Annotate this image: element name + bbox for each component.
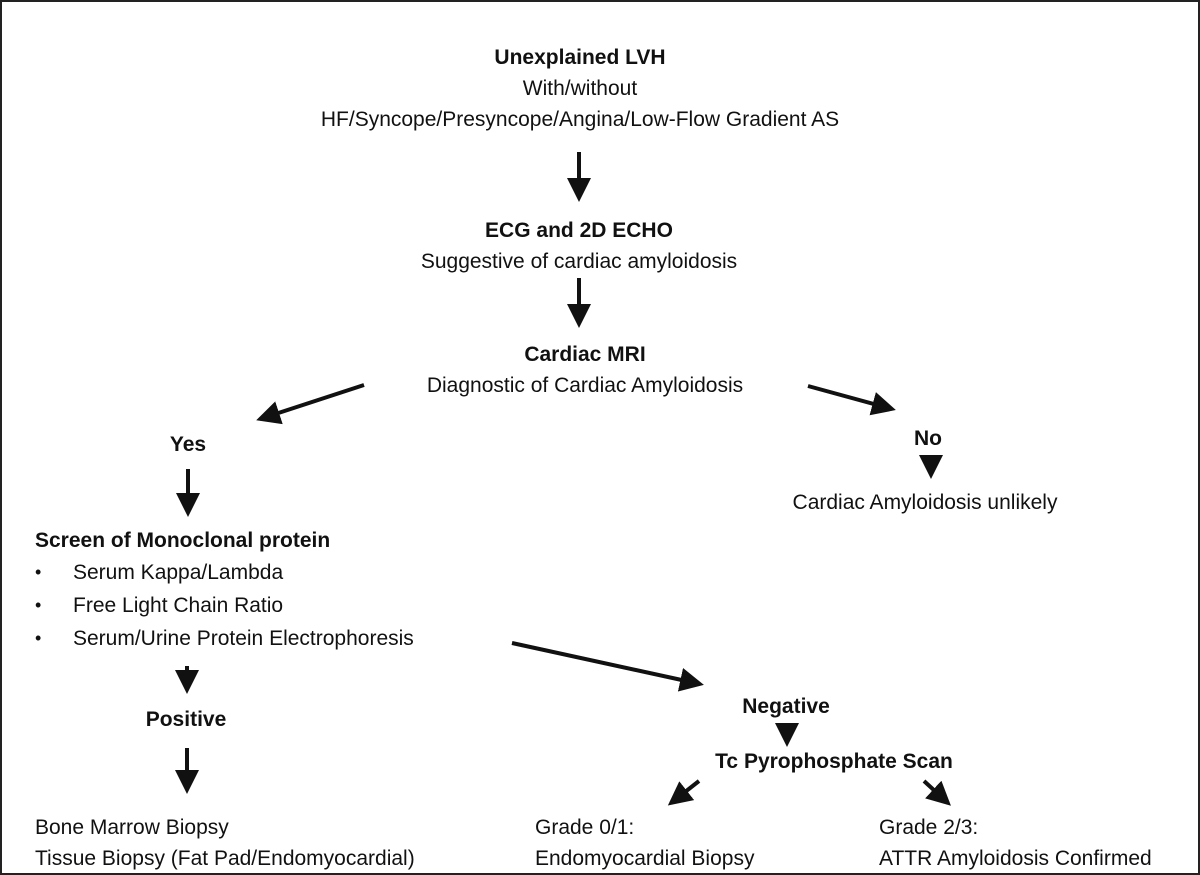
positive-result-line2: Tissue Biopsy (Fat Pad/Endomyocardial) — [35, 847, 415, 870]
grade-high-line2: ATTR Amyloidosis Confirmed — [879, 847, 1152, 870]
arrow-mri-to-yes — [256, 383, 365, 425]
positive-label: Positive — [145, 708, 227, 731]
screen-list-item: • Free Light Chain Ratio — [35, 589, 414, 622]
grade-high-line1: Grade 2/3: — [879, 816, 979, 839]
screen-item-text: Serum/Urine Protein Electrophoresis — [73, 627, 414, 650]
arrow-scan-to-grade-high — [922, 779, 951, 806]
start-line2: With/without — [522, 77, 638, 100]
start-title: Unexplained LVH — [494, 46, 666, 69]
screen-item-text: Serum Kappa/Lambda — [73, 561, 284, 584]
screen-list: • Serum Kappa/Lambda • Free Light Chain … — [35, 556, 414, 655]
screen-item-text: Free Light Chain Ratio — [73, 594, 284, 617]
yes-label: Yes — [169, 433, 207, 456]
mri-title: Cardiac MRI — [524, 343, 646, 366]
ecg-echo-title: ECG and 2D ECHO — [485, 219, 673, 242]
bullet-icon: • — [35, 628, 42, 648]
bullet-icon: • — [35, 595, 42, 615]
ecg-echo-subtitle: Suggestive of cardiac amyloidosis — [420, 250, 738, 273]
screen-list-item: • Serum/Urine Protein Electrophoresis — [35, 622, 414, 655]
screen-list-item: • Serum Kappa/Lambda — [35, 556, 414, 589]
no-label: No — [914, 427, 942, 450]
positive-result-line1: Bone Marrow Biopsy — [35, 816, 229, 839]
screen-node: Screen of Monoclonal protein • Serum Kap… — [35, 525, 414, 655]
screen-title: Screen of Monoclonal protein — [35, 529, 331, 552]
arrow-mri-to-no — [807, 384, 896, 416]
arrow-scan-to-grade-low — [667, 779, 701, 806]
grade-low-node: Grade 0/1: Endomyocardial Biopsy — [535, 812, 754, 874]
grade-high-node: Grade 2/3: ATTR Amyloidosis Confirmed — [879, 812, 1152, 874]
mri-subtitle: Diagnostic of Cardiac Amyloidosis — [426, 374, 744, 397]
start-line3: HF/Syncope/Presyncope/Angina/Low-Flow Gr… — [320, 108, 840, 131]
grade-low-line2: Endomyocardial Biopsy — [535, 847, 755, 870]
positive-result: Bone Marrow Biopsy Tissue Biopsy (Fat Pa… — [35, 812, 415, 874]
mri-node: Cardiac MRI Diagnostic of Cardiac Amyloi… — [427, 339, 743, 401]
arrow-screen-to-negative — [511, 641, 704, 692]
start-node: Unexplained LVH With/without HF/Syncope/… — [321, 42, 839, 135]
bullet-icon: • — [35, 562, 42, 582]
no-result: Cardiac Amyloidosis unlikely — [792, 491, 1058, 514]
grade-low-line1: Grade 0/1: — [535, 816, 635, 839]
ecg-echo-node: ECG and 2D ECHO Suggestive of cardiac am… — [421, 215, 737, 277]
scan-node: Tc Pyrophosphate Scan — [715, 750, 953, 773]
negative-label: Negative — [742, 695, 830, 718]
